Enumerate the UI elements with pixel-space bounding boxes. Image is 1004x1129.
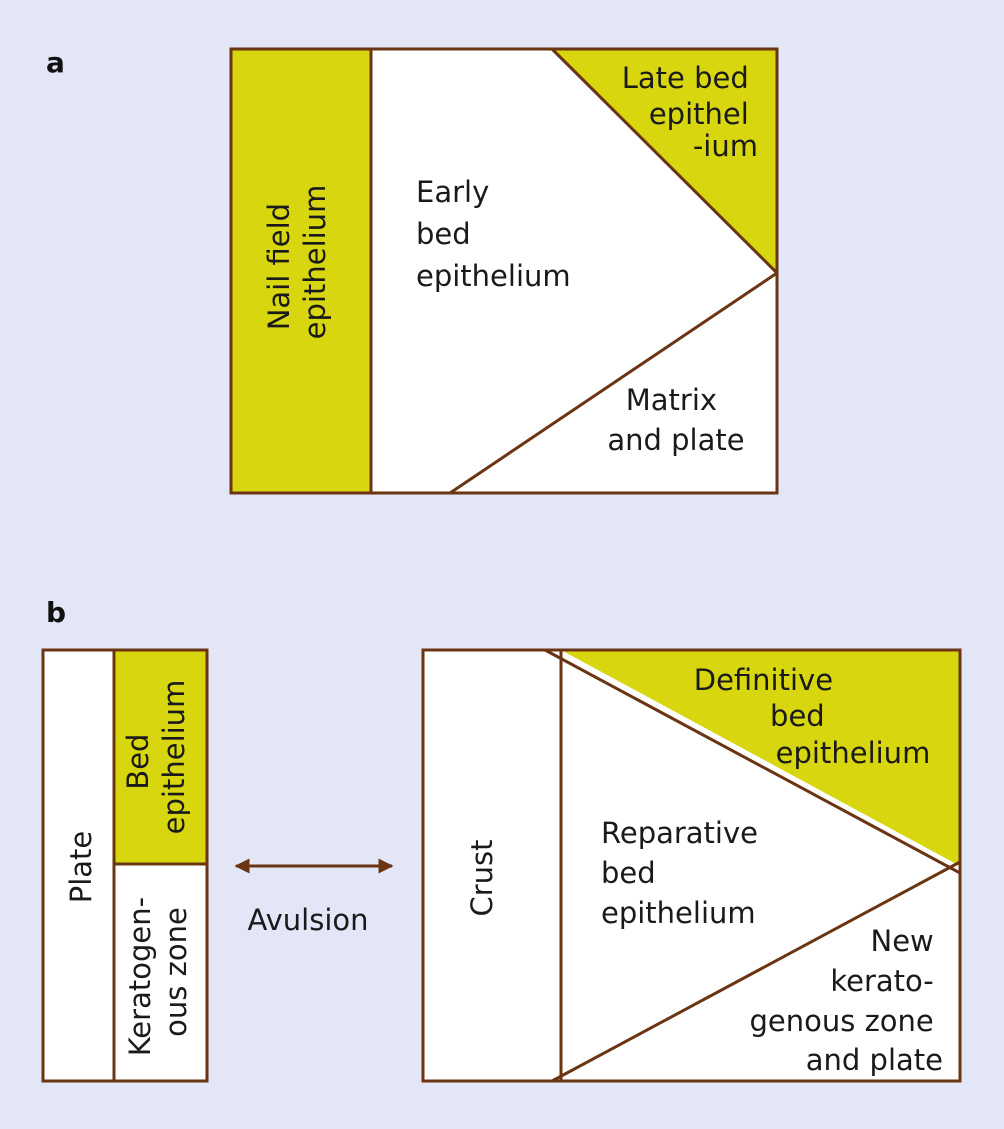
late-bed-line-3: -ium	[693, 129, 758, 163]
right-block-frame	[421, 648, 962, 1083]
early-bed-line-3: epithelium	[416, 259, 571, 293]
definitive-divider	[544, 648, 961, 875]
bed-epithelium-region	[114, 650, 207, 864]
late-bed-line-1: Late bed	[622, 61, 749, 95]
new-zone-line-2: kerato-	[830, 964, 933, 998]
panel-a: Nail field epithelium Early bed epitheli…	[229, 47, 779, 495]
nail-field-line-2: epithelium	[298, 185, 332, 340]
bed-epithelium-label: Bed epithelium	[121, 680, 191, 835]
new-zone-line-1: New	[871, 924, 934, 958]
nail-field-label: Nail field epithelium	[262, 185, 332, 340]
panel-b-right-block: Crust Definitive bed epithelium Reparati…	[421, 648, 962, 1083]
nail-field-line-1: Nail field	[262, 203, 296, 330]
crust-label: Crust	[465, 839, 499, 916]
matrix-line-2: and plate	[607, 423, 744, 457]
avulsion-connector: Avulsion	[234, 858, 394, 937]
early-bed-label: Early bed epithelium	[416, 175, 571, 293]
reparative-line-2: bed	[601, 856, 656, 890]
matrix-line-1: Matrix	[626, 383, 717, 417]
reparative-line-3: epithelium	[601, 896, 756, 930]
matrix-label: Matrix and plate	[607, 383, 744, 457]
new-zone-divider	[551, 860, 961, 1083]
panel-b-left-block: Plate Bed epithelium Keratogen- ous zone	[41, 648, 209, 1083]
keratogenous-label: Keratogen- ous zone	[123, 888, 193, 1057]
new-zone-line-4: and plate	[806, 1043, 943, 1077]
panel-a-letter: a	[46, 46, 65, 79]
late-bed-divider	[550, 47, 779, 275]
matrix-divider	[449, 271, 778, 495]
crust-region	[423, 650, 561, 1081]
new-zone-line-3: genous zone	[750, 1004, 934, 1038]
definitive-bed-region	[561, 650, 960, 866]
reparative-line-1: Reparative	[601, 816, 758, 850]
late-bed-label: Late bed epithel -ium	[622, 61, 758, 163]
definitive-line-1: Definitive	[694, 663, 833, 697]
panel-b-letter: b	[46, 596, 66, 629]
bed-epithelium-line-1: Bed	[121, 734, 155, 790]
keratogenous-line-1: Keratogen-	[123, 897, 157, 1056]
reparative-label: Reparative bed epithelium	[601, 816, 767, 930]
keratogenous-line-2: ous zone	[159, 907, 193, 1037]
keratogenous-region	[114, 864, 207, 1081]
avulsion-label: Avulsion	[247, 903, 368, 937]
nail-field-region	[231, 49, 371, 493]
bed-epithelium-line-2: epithelium	[157, 680, 191, 835]
early-bed-line-2: bed	[416, 217, 471, 251]
late-bed-line-2: epithel	[649, 97, 749, 131]
definitive-label: Definitive bed epithelium	[694, 663, 931, 770]
definitive-line-2: bed	[770, 699, 825, 733]
early-bed-line-1: Early	[416, 175, 489, 209]
plate-region	[43, 650, 114, 1081]
new-zone-label: New kerato- genous zone and plate	[750, 924, 944, 1077]
definitive-line-3: epithelium	[776, 736, 931, 770]
plate-label: Plate	[64, 831, 98, 904]
